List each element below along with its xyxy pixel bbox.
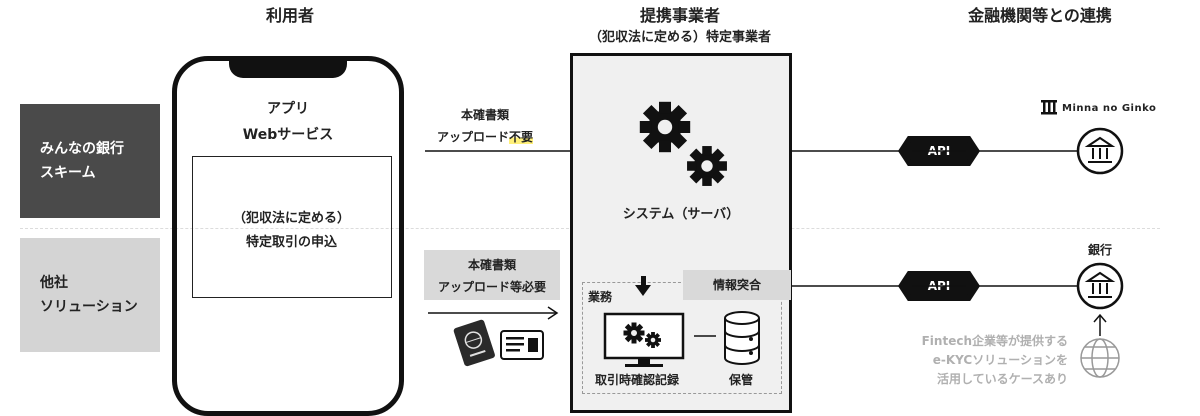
- upload1-highlight: 不要: [509, 130, 534, 144]
- smartphone-notch: [229, 56, 347, 78]
- application-box: （犯収法に定める） 特定取引の申込: [192, 156, 392, 298]
- column-subtitle-provider: （犯収法に定める）特定事業者: [588, 30, 771, 45]
- business-area: [582, 282, 782, 394]
- row1-line1: みんなの銀行: [40, 141, 124, 157]
- column-title-user: 利用者: [265, 6, 314, 25]
- column-title-provider: 提携事業者: [639, 6, 720, 25]
- api-arrow-left-1: [898, 141, 912, 161]
- upload2-box: 本確書類 アップロード等必要: [424, 250, 560, 300]
- business-label: 業務: [588, 290, 613, 304]
- matching-tag: 情報突合: [683, 270, 791, 300]
- diagram-graphics: [425, 100, 1124, 378]
- app-title-line1: アプリ: [267, 101, 309, 117]
- upload1-line1: 本確書類: [460, 108, 509, 122]
- kyc-scheme-diagram: 利用者 提携事業者 （犯収法に定める）特定事業者 金融機関等との連携 みんなの銀…: [20, 6, 1160, 416]
- bank-icon: [1076, 262, 1124, 310]
- logo-icon: [1041, 100, 1057, 115]
- api-arrow-right-2: [966, 276, 980, 296]
- upload2-line1: 本確書類: [467, 258, 516, 272]
- bank-label: 銀行: [1087, 243, 1112, 257]
- upload1-prefix: アップロード: [436, 130, 509, 144]
- arrow-head-right: [547, 306, 559, 320]
- fintech-note-line1: Fintech企業等が提供する: [921, 334, 1068, 348]
- globe-icon: [1080, 338, 1120, 378]
- minna-logo-text: Minna no Ginko: [1062, 103, 1157, 114]
- row-label-minna-scheme: みんなの銀行 スキーム: [20, 104, 160, 218]
- passport-icon: [453, 319, 495, 367]
- api-arrow-left-2: [898, 276, 912, 296]
- database-icon: [724, 311, 760, 365]
- arrow-down-icon: [635, 276, 651, 296]
- column-title-partner: 金融機関等との連携: [968, 6, 1112, 25]
- application-line1: （犯収法に定める）: [232, 211, 350, 226]
- storage-label: 保管: [729, 373, 754, 387]
- row2-line1: 他社: [40, 275, 68, 291]
- arrow-up-head: [1093, 313, 1107, 323]
- application-line2: 特定取引の申込: [245, 235, 337, 250]
- app-title-line2: Webサービス: [242, 127, 334, 143]
- gear-icon: [639, 101, 727, 186]
- record-label: 取引時確認記録: [595, 373, 680, 387]
- fintech-note-line2: e-KYCソリューションを: [932, 353, 1068, 367]
- api-arrow-right-1: [966, 141, 980, 161]
- upload1-line2: アップロード不要: [425, 126, 545, 148]
- id-card-icon: [500, 330, 544, 360]
- row-label-other-solution: 他社 ソリューション: [20, 238, 160, 352]
- monitor-icon: [603, 312, 685, 367]
- row1-line2: スキーム: [40, 165, 96, 181]
- system-label: システム（サーバ）: [622, 207, 740, 222]
- row2-line2: ソリューション: [40, 299, 138, 315]
- upload2-line2: アップロード等必要: [437, 280, 546, 294]
- fintech-note-line3: 活用しているケースあり: [936, 372, 1068, 386]
- bank-icon: [1076, 127, 1124, 175]
